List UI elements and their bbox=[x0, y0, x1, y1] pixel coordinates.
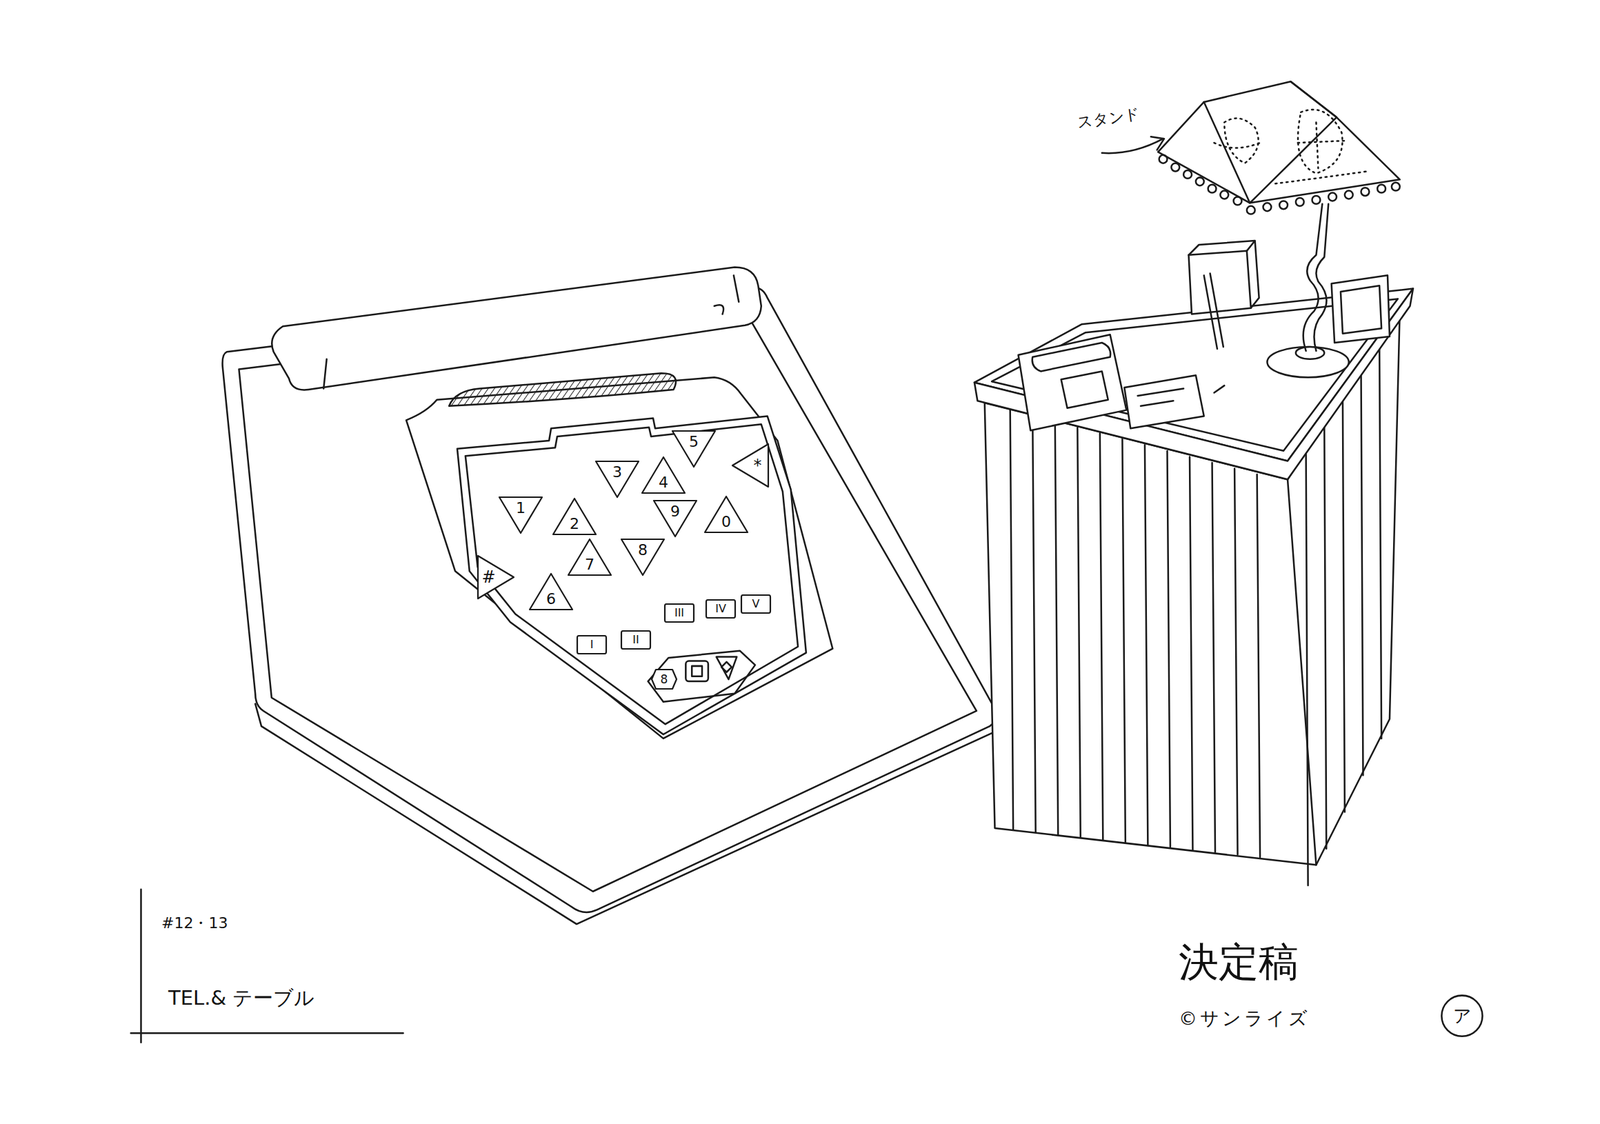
diamond-button-mark bbox=[721, 662, 732, 673]
skirt-fold bbox=[1306, 451, 1309, 886]
key-label: II bbox=[632, 634, 639, 646]
function-key: III bbox=[664, 602, 695, 624]
key-label: V bbox=[752, 598, 760, 610]
key-label: I bbox=[590, 639, 594, 651]
keypad-frame-inner bbox=[465, 424, 798, 725]
keypad-key: 8 bbox=[650, 668, 678, 691]
sheet-title: TEL.& テーブル bbox=[168, 987, 315, 1010]
keypad-key: 0 bbox=[703, 495, 749, 534]
key-label: # bbox=[481, 568, 496, 586]
skirt-fold bbox=[1379, 342, 1382, 739]
skirt-fold bbox=[1010, 409, 1014, 831]
key-label: 4 bbox=[658, 475, 669, 491]
lamp-stem bbox=[1303, 204, 1329, 352]
pen-stand-side bbox=[1188, 240, 1260, 309]
key-label: 8 bbox=[660, 673, 669, 686]
key-label: 1 bbox=[515, 500, 526, 516]
key-label: 7 bbox=[584, 557, 595, 573]
keypad-key: 6 bbox=[528, 572, 574, 612]
skirt-fold bbox=[1144, 444, 1148, 845]
keypad-key: 4 bbox=[640, 455, 687, 495]
keypad-key: # bbox=[476, 554, 516, 600]
keypad-key: 5 bbox=[671, 429, 717, 469]
part-name: スタンド bbox=[1075, 105, 1141, 132]
skirt-corner bbox=[1287, 479, 1316, 865]
lamp-fringe bbox=[1159, 155, 1400, 215]
skirt-fold bbox=[1361, 368, 1364, 776]
photo-frame-inner bbox=[1340, 285, 1382, 334]
key-label: 5 bbox=[688, 434, 699, 450]
handset-line bbox=[323, 359, 327, 389]
keypad-key: 2 bbox=[551, 497, 598, 536]
key-label: 3 bbox=[612, 464, 623, 480]
leader-arrowhead bbox=[1151, 136, 1165, 150]
pen bbox=[1204, 273, 1224, 349]
final-draft-stamp: 決定稿 bbox=[1178, 940, 1299, 985]
key-label: 8 bbox=[637, 542, 648, 558]
lamp-shade bbox=[1157, 81, 1400, 203]
key-label: * bbox=[753, 457, 763, 474]
function-key: V bbox=[740, 593, 772, 615]
note-lines bbox=[1137, 388, 1185, 407]
keypad-key: 7 bbox=[566, 537, 613, 577]
note-pad bbox=[1124, 375, 1204, 429]
keypad-frame bbox=[457, 415, 807, 734]
skirt-fold bbox=[1212, 462, 1216, 853]
small-phone bbox=[1018, 334, 1127, 431]
photo-frame bbox=[1331, 275, 1390, 343]
phone-panel bbox=[406, 377, 833, 739]
key-label: 0 bbox=[721, 514, 732, 530]
leader-arrow bbox=[1102, 138, 1164, 154]
key-label: 9 bbox=[670, 504, 680, 520]
handset bbox=[271, 267, 762, 391]
diamond-button bbox=[716, 657, 738, 680]
skirt-fold bbox=[1100, 433, 1103, 840]
key-label: IV bbox=[715, 603, 727, 615]
square-button-mark bbox=[691, 666, 703, 677]
skirt-fold bbox=[1234, 468, 1238, 856]
button-housing bbox=[648, 651, 756, 703]
skirt-fold bbox=[1324, 424, 1327, 849]
key-label: 2 bbox=[569, 516, 580, 532]
keypad-key: * bbox=[731, 442, 770, 489]
lamp-base-top bbox=[1295, 346, 1325, 360]
page-circle bbox=[1441, 995, 1483, 1037]
pencil bbox=[1214, 385, 1225, 393]
keypad-key: 9 bbox=[652, 499, 698, 538]
function-key: II bbox=[620, 629, 652, 651]
keypad-key: 8 bbox=[620, 537, 666, 577]
small-phone-handset bbox=[1032, 342, 1111, 372]
square-button bbox=[685, 660, 709, 682]
key-outline bbox=[731, 442, 770, 489]
keypad-key: 1 bbox=[497, 495, 544, 535]
sheet-bracket bbox=[131, 889, 404, 1043]
skirt-fold bbox=[1032, 415, 1036, 834]
phone-base-bevel bbox=[238, 306, 976, 892]
page-mark: ア bbox=[1453, 1006, 1472, 1027]
skirt-fold bbox=[1122, 439, 1125, 843]
pen-stand bbox=[1188, 251, 1252, 315]
function-key: I bbox=[576, 634, 607, 656]
skirt-fold bbox=[1257, 474, 1260, 858]
episode-number: #12・13 bbox=[161, 915, 228, 932]
phone-base-edge bbox=[255, 704, 998, 925]
skirt-fold bbox=[1166, 451, 1170, 848]
lamp-pattern bbox=[1214, 109, 1368, 184]
lamp-base bbox=[1266, 346, 1349, 378]
cradle-slot bbox=[448, 373, 676, 406]
handset-line bbox=[733, 275, 739, 302]
skirt-fold bbox=[1055, 421, 1058, 836]
skirt-fold bbox=[1342, 396, 1345, 812]
function-key: IV bbox=[705, 598, 736, 620]
keypad-key: 3 bbox=[594, 460, 640, 499]
key-label: 6 bbox=[546, 591, 556, 607]
small-phone-pad bbox=[1061, 371, 1109, 408]
skirt-fold bbox=[1189, 456, 1193, 850]
skirt-fold bbox=[1077, 427, 1080, 838]
key-label: III bbox=[674, 607, 685, 619]
handset-cord-mark bbox=[714, 304, 724, 314]
copyright: ©サンライズ bbox=[1178, 1008, 1311, 1029]
